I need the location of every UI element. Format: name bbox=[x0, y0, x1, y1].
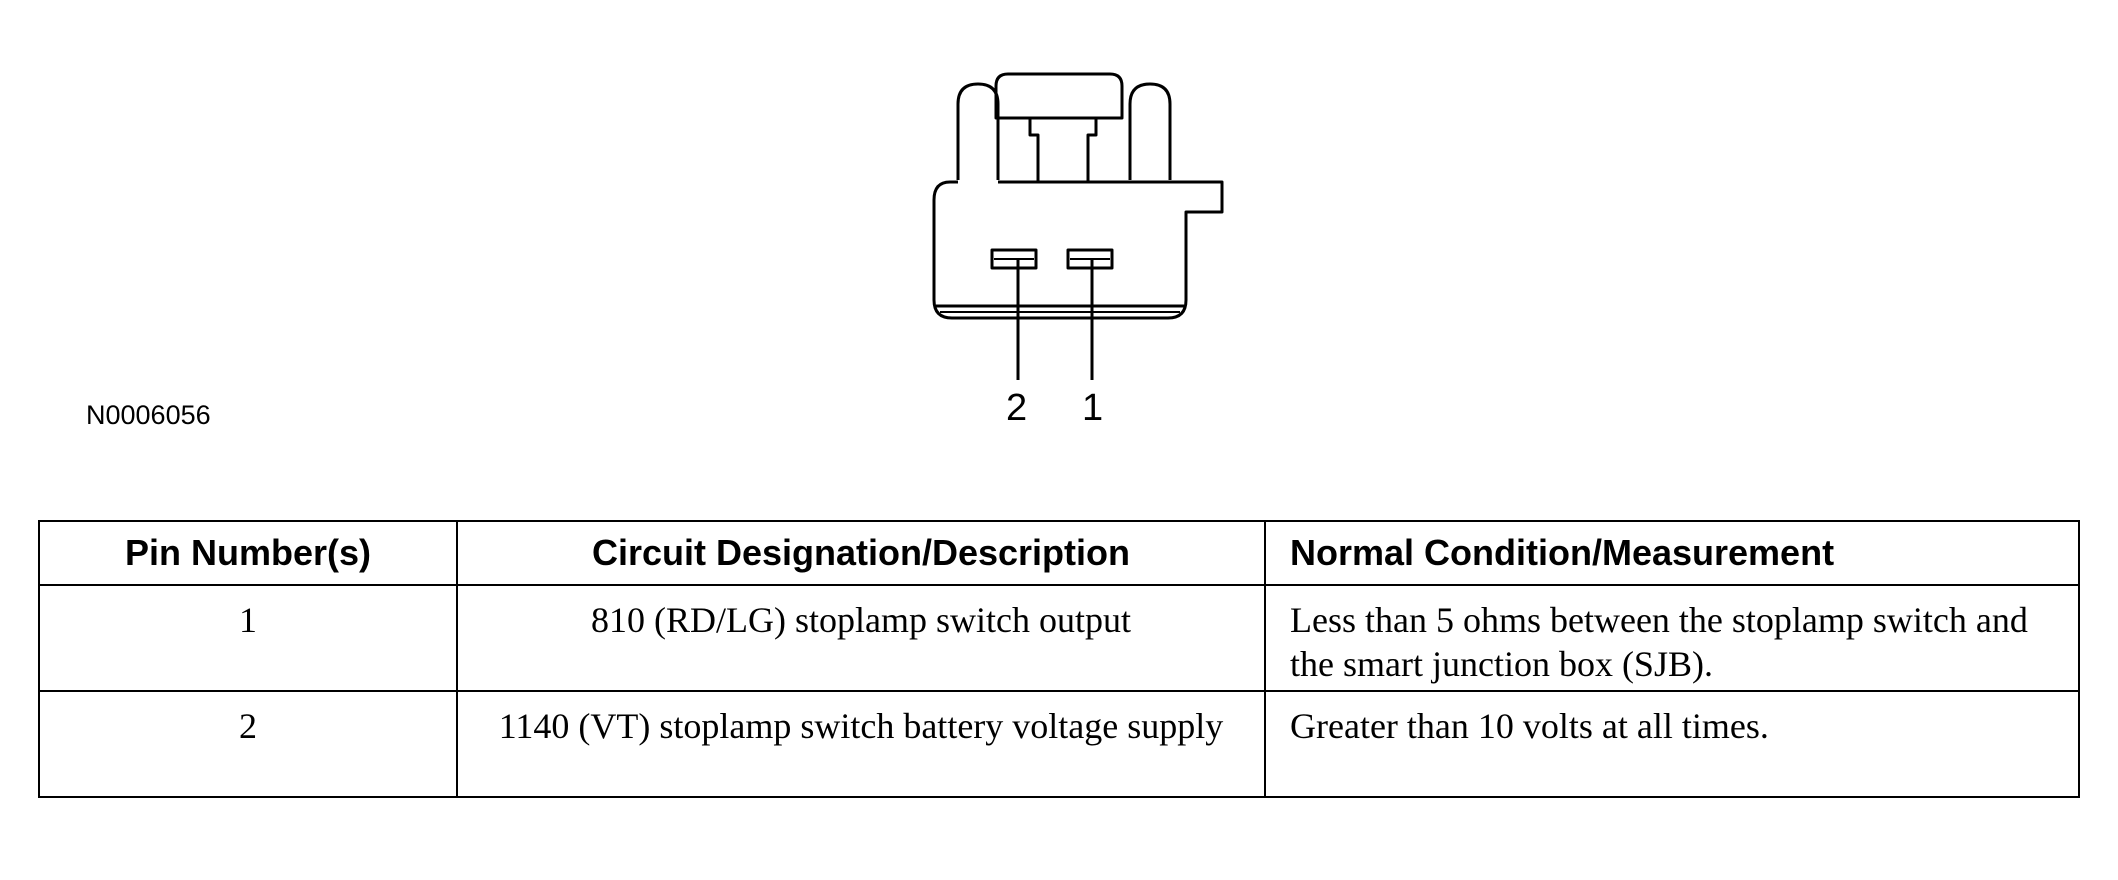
cell-pin: 1 bbox=[38, 584, 458, 692]
cell-pin: 2 bbox=[38, 690, 458, 798]
right-latch-tab bbox=[1128, 82, 1172, 180]
terminal-slot-2 bbox=[990, 248, 1038, 270]
table-row: 1 810 (RD/LG) stoplamp switch output Les… bbox=[38, 584, 2080, 692]
cell-circuit: 810 (RD/LG) stoplamp switch output bbox=[456, 584, 1266, 692]
pin-label-2: 2 bbox=[1006, 387, 1027, 429]
cell-measurement: Less than 5 ohms between the stoplamp sw… bbox=[1264, 584, 2080, 692]
header-circuit: Circuit Designation/Description bbox=[456, 520, 1266, 586]
table-header-row: Pin Number(s) Circuit Designation/Descri… bbox=[38, 520, 2080, 586]
figure-reference-code: N0006056 bbox=[86, 400, 211, 430]
pin-label-1: 1 bbox=[1082, 387, 1103, 429]
connector-diagram: 2 1 N0006056 bbox=[86, 72, 1224, 430]
lock-stem bbox=[1028, 118, 1098, 182]
terminal-slot-1 bbox=[1066, 248, 1114, 270]
table-row: 2 1140 (VT) stoplamp switch battery volt… bbox=[38, 690, 2080, 798]
header-measurement: Normal Condition/Measurement bbox=[1264, 520, 2080, 586]
left-latch-tab bbox=[956, 82, 1000, 180]
connector-body bbox=[932, 180, 1224, 320]
pinout-table: Pin Number(s) Circuit Designation/Descri… bbox=[38, 520, 2080, 798]
header-pin-number: Pin Number(s) bbox=[38, 520, 458, 586]
top-lock-cap bbox=[994, 72, 1124, 120]
cell-measurement: Greater than 10 volts at all times. bbox=[1264, 690, 2080, 798]
cell-circuit: 1140 (VT) stoplamp switch battery voltag… bbox=[456, 690, 1266, 798]
